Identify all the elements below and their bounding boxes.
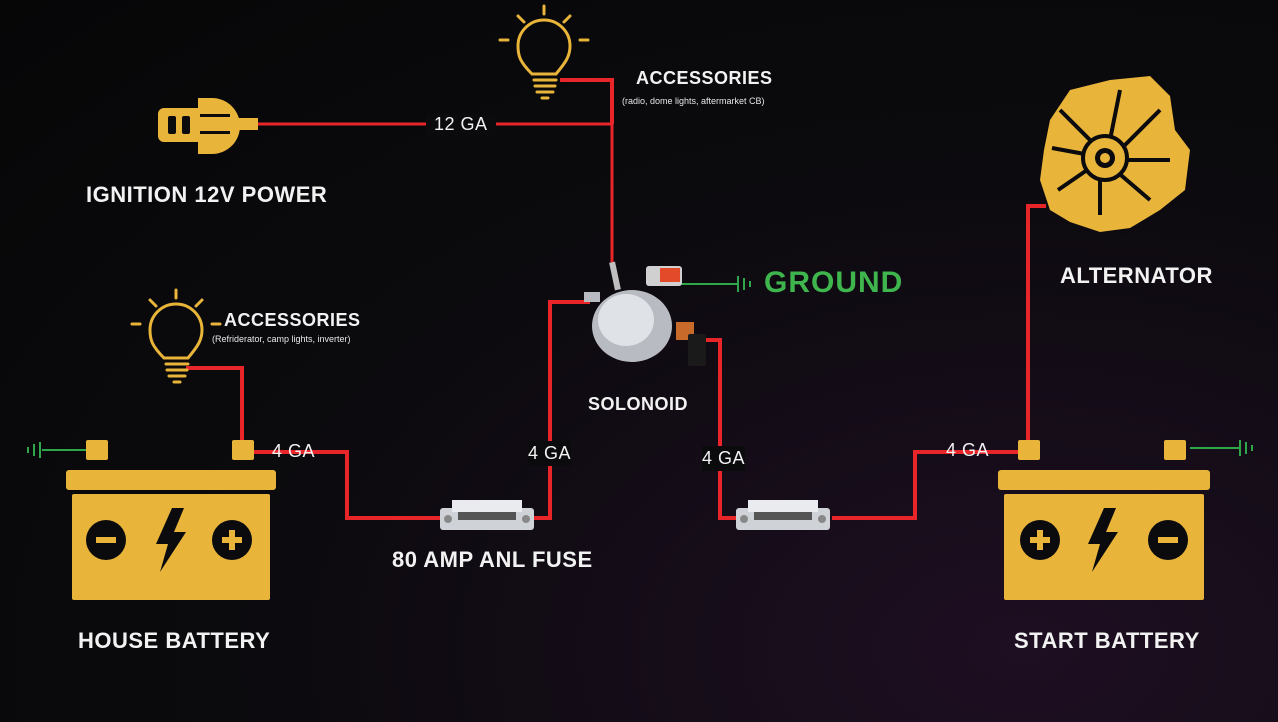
accessories-left-sub: (Refriderator, camp lights, inverter)	[212, 334, 351, 344]
alternator-label: ALTERNATOR	[1060, 263, 1213, 288]
house-battery-label: HOUSE BATTERY	[78, 628, 271, 653]
wire-fuse-to-solenoid	[532, 300, 590, 520]
accessories-left-label: ACCESSORIES	[224, 310, 361, 330]
wire-gauge-house: 4 GA	[272, 441, 316, 461]
fuse-label: 80 AMP ANL FUSE	[392, 547, 593, 572]
ground-symbol-icon-start	[1239, 440, 1253, 456]
accessories-top-sub: (radio, dome lights, aftermarket CB)	[622, 96, 765, 106]
wire-fuse2-to-start	[832, 450, 1028, 520]
wire-gauge-fuse: 4 GA	[528, 441, 572, 466]
wire-gauge-start: 4 GA	[946, 440, 990, 460]
start-battery-icon	[998, 440, 1210, 600]
solenoid-icon	[584, 261, 706, 366]
house-battery-icon	[66, 440, 276, 600]
ground-symbol-icon-solenoid	[737, 276, 751, 292]
fuse-icon-2	[736, 500, 830, 530]
wire-gauge-solenoid: 4 GA	[702, 446, 746, 471]
ground-symbol-icon-house	[27, 442, 41, 458]
wire-house-to-fuse	[248, 450, 442, 520]
solenoid-label: SOLONOID	[588, 394, 689, 414]
accessories-top-label: ACCESSORIES	[636, 68, 773, 88]
alternator-icon	[1040, 76, 1190, 232]
ground-label: GROUND	[764, 266, 904, 299]
bulb-icon-top	[498, 4, 590, 100]
ignition-label: IGNITION 12V POWER	[86, 182, 328, 207]
wire-alternator	[1026, 204, 1046, 450]
start-battery-label: START BATTERY	[1014, 628, 1200, 653]
wire-solenoid-to-fuse2	[690, 338, 738, 520]
fuse-icon-1	[440, 500, 534, 530]
wire-top-bulb	[560, 78, 614, 124]
ground-wires	[27, 276, 1253, 458]
wire-gauge-12ga: 12 GA	[426, 114, 496, 135]
wire-left-bulb	[186, 366, 244, 448]
ignition-key-icon	[158, 98, 258, 154]
bulb-icon-left	[130, 288, 222, 384]
